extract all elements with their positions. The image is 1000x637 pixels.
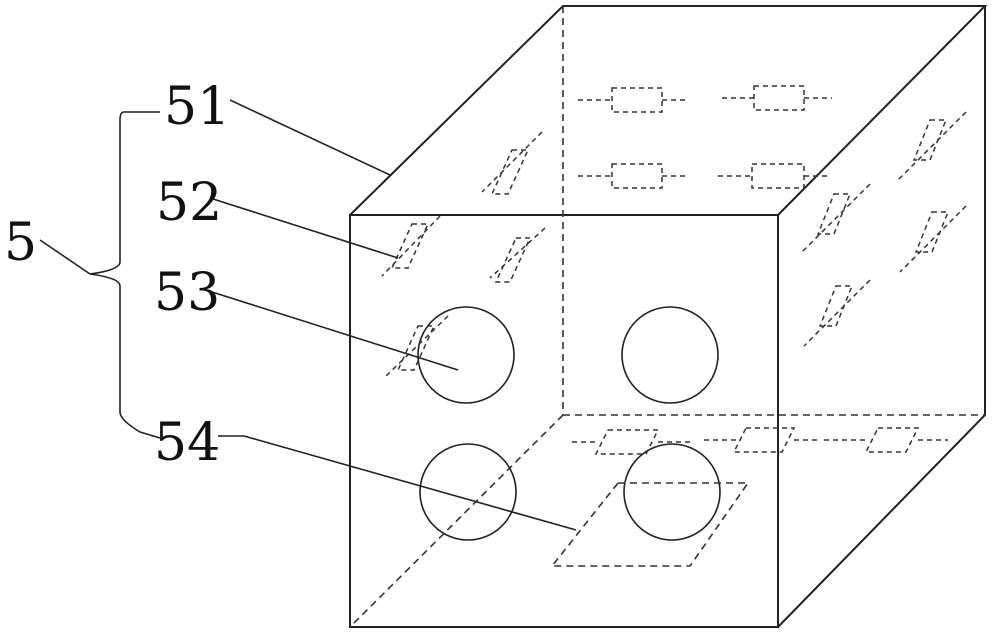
label-53: 53 xyxy=(154,263,220,323)
label-54: 54 xyxy=(154,413,220,473)
leader-lines xyxy=(39,99,577,531)
group-brace xyxy=(89,111,161,439)
bottom-plate-outline xyxy=(550,482,750,567)
hole-circle xyxy=(419,443,517,541)
bottom-plate xyxy=(550,482,750,567)
back-face-connectors xyxy=(578,85,832,189)
cube-outline xyxy=(349,5,988,628)
hole-circle xyxy=(417,306,515,404)
leader-5 xyxy=(39,239,91,275)
cube-front-face xyxy=(349,214,779,628)
bottom-connectors xyxy=(572,427,948,455)
right-face-connectors xyxy=(799,111,967,347)
leader-53 xyxy=(211,291,459,371)
label-52: 52 xyxy=(156,173,222,233)
cube-right-face xyxy=(777,6,986,628)
hidden-bottom-left-edge xyxy=(349,414,564,628)
front-holes xyxy=(417,306,721,541)
left-side-connectors xyxy=(381,131,546,379)
reference-labels: 5 51 52 53 54 xyxy=(4,77,230,473)
cube-top-face xyxy=(349,5,988,216)
leader-52 xyxy=(209,197,399,259)
hole-circle xyxy=(623,443,721,541)
label-5: 5 xyxy=(4,213,37,273)
leader-54 xyxy=(218,435,577,531)
cube-hidden-edges xyxy=(349,6,985,628)
hole-circle xyxy=(621,306,719,404)
leader-51 xyxy=(229,99,391,176)
label-51: 51 xyxy=(164,77,230,137)
